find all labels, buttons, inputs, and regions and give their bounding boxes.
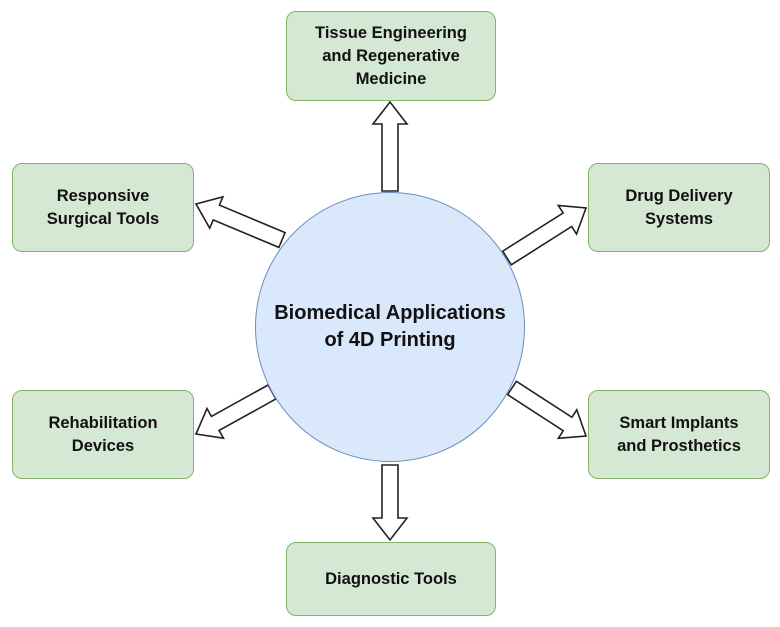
node-smart-implants-label: Smart Implants and Prosthetics [617,413,741,455]
node-smart-implants: Smart Implants and Prosthetics [588,390,770,479]
arrow-to-diagnostic-tools-icon [371,464,409,542]
node-diagnostic-tools-label: Diagnostic Tools [325,569,457,588]
node-responsive-surgical-tools-label: Responsive Surgical Tools [46,186,160,228]
arrow-to-drug-delivery-icon [501,204,588,266]
node-rehabilitation-devices-label: Rehabilitation Devices [48,413,158,455]
arrow-to-rehabilitation-devices-icon [194,383,277,440]
node-responsive-surgical-tools: Responsive Surgical Tools [12,163,194,252]
center-node: Biomedical Applications of 4D Printing [255,192,525,462]
center-node-label: Biomedical Applications of 4D Printing [274,302,506,351]
arrow-to-tissue-engineering-icon [371,100,409,192]
arrow-to-responsive-surgical-tools-icon [194,195,287,249]
node-diagnostic-tools: Diagnostic Tools [286,542,496,616]
node-drug-delivery: Drug Delivery Systems [588,163,770,252]
node-drug-delivery-label: Drug Delivery Systems [625,186,733,228]
node-tissue-engineering-label: Tissue Engineering and Regenerative Medi… [315,23,467,88]
node-tissue-engineering: Tissue Engineering and Regenerative Medi… [286,11,496,101]
node-rehabilitation-devices: Rehabilitation Devices [12,390,194,479]
arrow-to-smart-implants-icon [506,380,588,440]
